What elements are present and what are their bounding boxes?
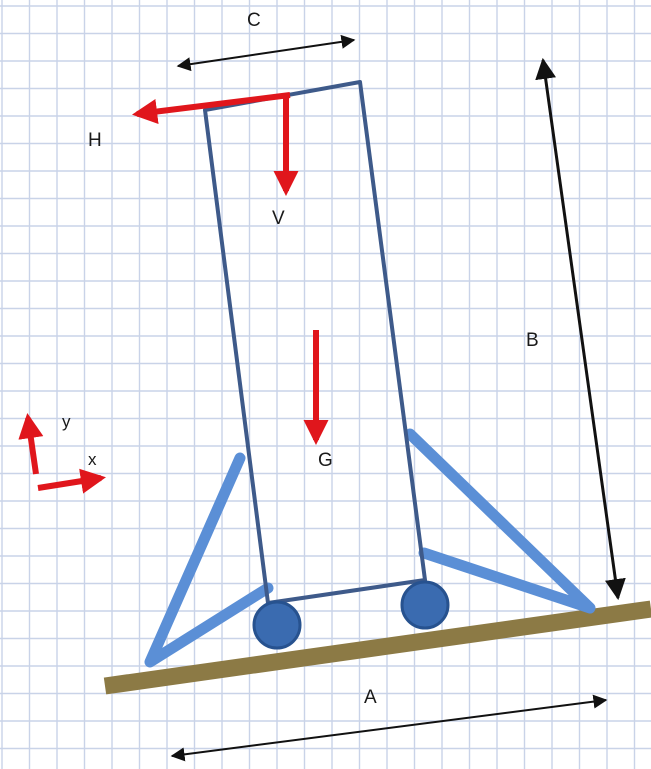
main-frame bbox=[203, 80, 427, 605]
label-y: y bbox=[62, 412, 71, 431]
force-arrow-h bbox=[131, 92, 291, 125]
label-g: G bbox=[318, 450, 333, 471]
left-support-leg bbox=[144, 452, 274, 668]
label-a: A bbox=[364, 687, 377, 708]
axis-arrow-y bbox=[18, 413, 44, 475]
label-v: V bbox=[272, 208, 285, 229]
label-x: x bbox=[88, 450, 97, 469]
label-c: C bbox=[247, 10, 261, 31]
axis-arrow-x bbox=[37, 468, 106, 494]
right-support-leg bbox=[404, 428, 596, 614]
inclined-ground bbox=[103, 600, 651, 695]
dimension-arrow-b bbox=[535, 57, 626, 601]
rear-wheel bbox=[252, 600, 302, 650]
front-wheel bbox=[400, 580, 450, 630]
label-b: B bbox=[526, 330, 539, 351]
dimension-arrow-a bbox=[170, 694, 608, 762]
label-h: H bbox=[88, 130, 102, 151]
dimension-arrow-c bbox=[176, 34, 356, 72]
